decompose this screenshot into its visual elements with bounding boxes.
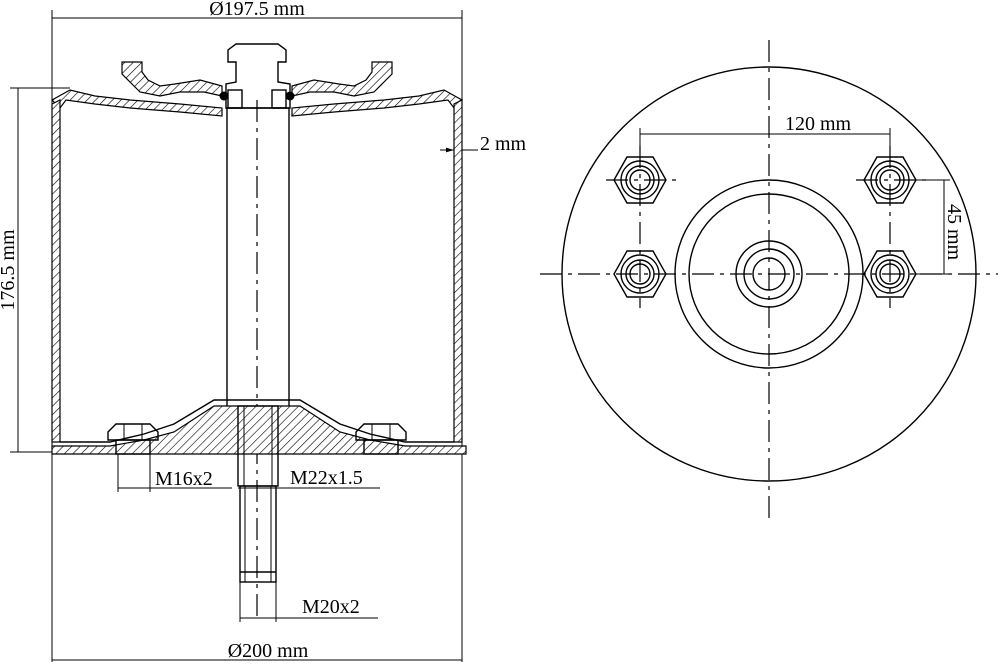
top-plate-left xyxy=(51,89,223,117)
right-bolt xyxy=(355,423,407,455)
left-bolt xyxy=(107,423,159,455)
bolt-spacing-horizontal-label: 120 mm xyxy=(785,113,852,135)
bolt-thread-dimension: M16x2 xyxy=(117,454,232,492)
base-diameter-dimension: Ø200 mm xyxy=(52,640,462,662)
piston-inner-circle xyxy=(688,193,850,355)
top-plate-right xyxy=(291,89,463,117)
side-section-view: Ø197.5 mm 176.5 mm 2 mm xyxy=(0,0,527,662)
stud-lower-thread-label: M20x2 xyxy=(302,596,360,618)
top-plan-view: 120 mm 45 mm xyxy=(540,40,998,520)
top-bead-plate xyxy=(121,61,223,97)
bolt-spacing-vertical-label: 45 mm xyxy=(943,204,965,261)
wall-thickness-label: 2 mm xyxy=(480,133,527,155)
piston-outer-circle xyxy=(674,179,864,369)
stud-mid-circle xyxy=(743,248,795,300)
center-shaft xyxy=(226,107,290,409)
left-bellow-wall xyxy=(51,99,61,443)
outer-plate-circle xyxy=(561,66,977,482)
height-dimension: 176.5 mm xyxy=(0,87,70,453)
stud-inner-circle xyxy=(752,257,786,291)
stud-upper-thread-dimension: M22x1.5 xyxy=(238,467,380,489)
lower-stud xyxy=(237,405,279,583)
right-bellow-wall xyxy=(453,99,463,443)
wall-thickness-dimension: 2 mm xyxy=(440,133,527,155)
bolt-thread-label: M16x2 xyxy=(155,468,213,490)
top-diameter-label: Ø197.5 mm xyxy=(209,0,305,20)
stud-upper-thread-label: M22x1.5 xyxy=(290,467,363,489)
stud-head xyxy=(225,43,291,109)
top-bead-plate-right xyxy=(291,61,393,97)
bolt-spacing-vertical-dimension: 45 mm xyxy=(910,179,965,275)
bolt-spacing-horizontal-dimension: 120 mm xyxy=(639,113,891,160)
height-label: 176.5 mm xyxy=(0,229,19,311)
stud-lower-thread-dimension: M20x2 xyxy=(239,582,378,622)
stud-outer-circle xyxy=(735,240,803,308)
base-diameter-label: Ø200 mm xyxy=(228,640,309,662)
